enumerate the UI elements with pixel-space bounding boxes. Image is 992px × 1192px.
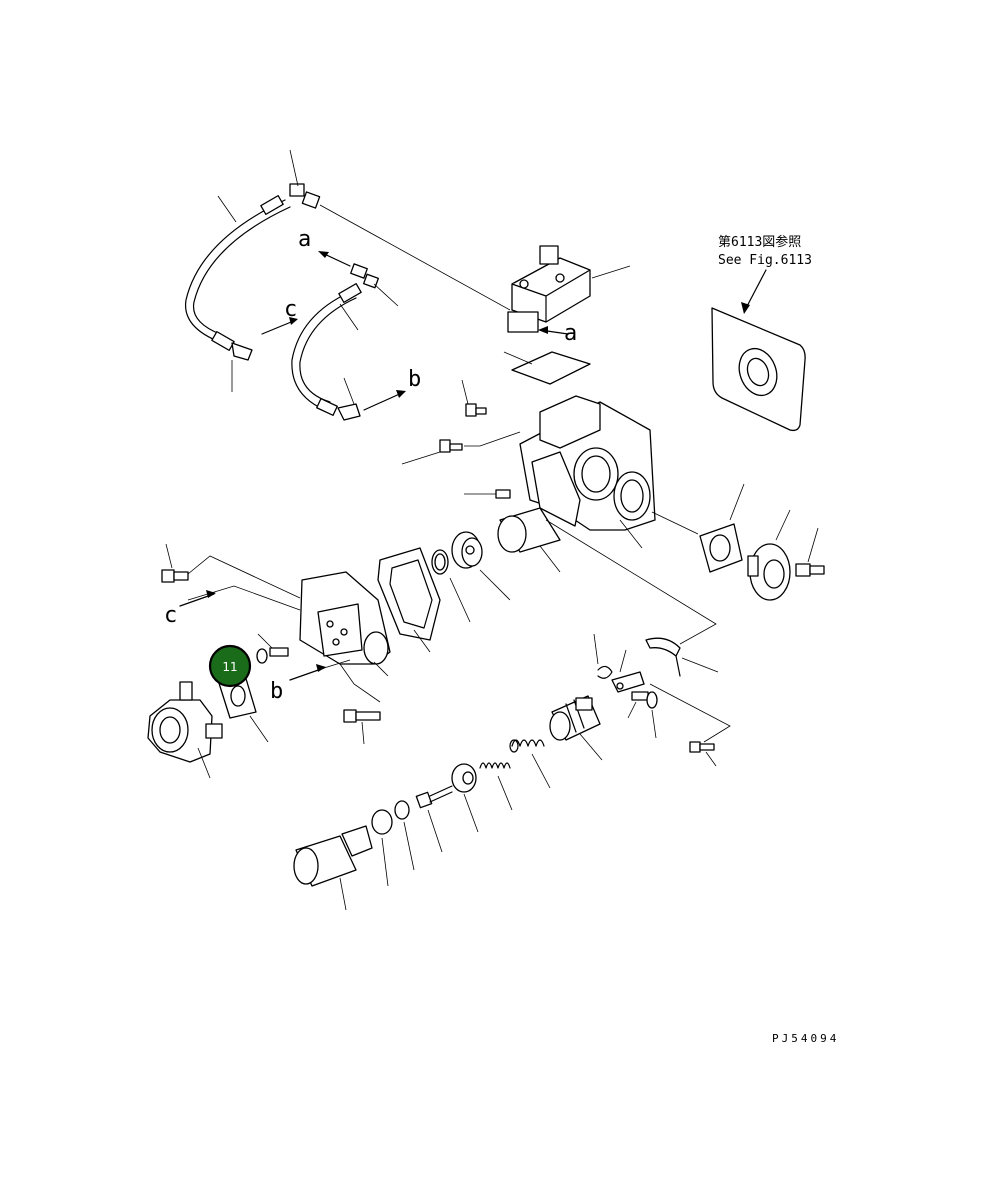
bolt-small (689, 741, 715, 753)
callout-11-number: 11 (222, 660, 237, 674)
flange (747, 543, 791, 601)
reference-note-jp: 第6113図参照 (718, 234, 801, 250)
label-a-upper: a (298, 227, 311, 252)
cover-gasket (377, 547, 441, 641)
cylinder-sleeve (497, 507, 561, 553)
link-plate (611, 671, 645, 693)
drawing-code: PJ54094 (772, 1032, 839, 1045)
label-c-upper: c (284, 297, 297, 322)
main-housing (519, 395, 656, 531)
spring-large (509, 739, 545, 753)
elbow-fitting-top (289, 183, 321, 209)
pump-body (147, 681, 223, 763)
callout-11[interactable]: 11 (208, 644, 252, 688)
label-c-left: c (164, 603, 177, 628)
bolt-1 (465, 403, 487, 417)
bolt-left (161, 569, 189, 583)
spool (549, 695, 601, 741)
spring-seat (451, 763, 477, 793)
spring-small (479, 762, 511, 769)
flange-gasket (699, 523, 743, 573)
hose-middle (291, 283, 362, 421)
elbow-fitting-mid (350, 263, 379, 289)
o-ring-b (371, 809, 393, 835)
bolt-2 (439, 439, 463, 453)
pin (631, 691, 649, 701)
label-b-middle: b (408, 367, 421, 392)
cover-plate (711, 307, 806, 432)
valve-block (507, 245, 591, 333)
o-ring (256, 648, 268, 664)
label-b-lower: b (270, 679, 283, 704)
stud-bolt (269, 647, 289, 657)
valve-gasket (511, 351, 591, 385)
pump-cover (299, 571, 391, 665)
arc-plate (645, 637, 681, 677)
snap-ring-b (646, 691, 658, 709)
reference-note-en: See Fig.6113 (718, 253, 812, 268)
bolt-lower (343, 709, 381, 723)
plug-cap (293, 825, 373, 887)
snap-ring-a (597, 665, 613, 679)
o-ring-a (394, 800, 410, 820)
adjust-screw (415, 785, 453, 809)
pin-small (495, 489, 511, 499)
flange-bolt (795, 563, 825, 577)
hose-upper (184, 195, 291, 361)
bearing (451, 531, 483, 569)
label-a-valve: a (564, 321, 577, 346)
seal-ring (431, 549, 449, 575)
